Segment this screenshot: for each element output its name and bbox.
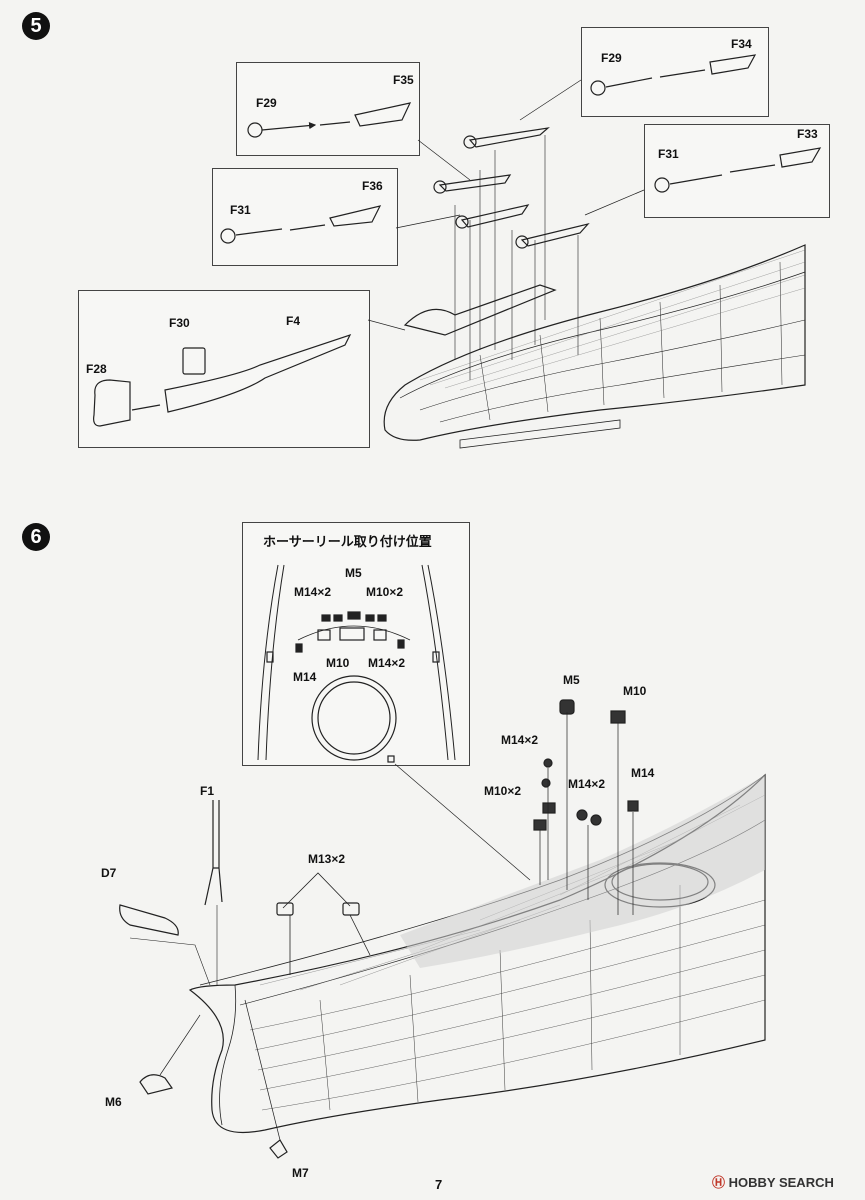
label-f36: F36	[362, 179, 383, 193]
watermark-text: HOBBY SEARCH	[728, 1175, 834, 1190]
hawser-reel-inset	[242, 522, 470, 766]
label-m6: M6	[105, 1095, 122, 1109]
label-m10x2: M10×2	[484, 784, 522, 798]
inset-f30-f4-f28	[78, 290, 370, 448]
inset-label-m14: M14	[293, 670, 317, 684]
inset-label-m10x2: M10×2	[366, 585, 404, 599]
inset-label-m10: M10	[326, 656, 350, 670]
inset-title: ホーサーリール取り付け位置	[263, 534, 432, 549]
label-f34: F34	[731, 37, 752, 51]
label-f35: F35	[393, 73, 414, 87]
label-f29-right: F29	[601, 51, 622, 65]
step5-diagram	[93, 54, 822, 449]
label-f28: F28	[86, 362, 107, 376]
label-f30: F30	[169, 316, 190, 330]
inset-label-m14x2-bottom: M14×2	[368, 656, 406, 670]
label-f4: F4	[286, 314, 301, 328]
label-f33: F33	[797, 127, 818, 141]
page-number: 7	[435, 1177, 443, 1192]
inset-f36-f31	[212, 168, 398, 266]
inset-f35-f29	[236, 62, 420, 156]
label-m7: M7	[292, 1166, 309, 1180]
label-d7: D7	[101, 866, 117, 880]
hobby-search-watermark: Ⓗ HOBBY SEARCH	[712, 1172, 834, 1191]
inset-label-m14x2-top: M14×2	[294, 585, 332, 599]
inset-label-m5: M5	[345, 566, 362, 580]
label-f29-left: F29	[256, 96, 277, 110]
label-m14: M14	[631, 766, 655, 780]
label-m5: M5	[563, 673, 580, 687]
label-f31-right: F31	[658, 147, 679, 161]
label-m14x2-upper: M14×2	[501, 733, 539, 747]
label-m10: M10	[623, 684, 647, 698]
label-f31-left: F31	[230, 203, 251, 217]
hobby-search-logo-icon: Ⓗ	[712, 1175, 726, 1190]
label-m13x2: M13×2	[308, 852, 346, 866]
label-m14x2-lower: M14×2	[568, 777, 606, 791]
step-5-badge: 5	[22, 12, 50, 40]
inset-f34-f29	[581, 27, 769, 117]
step-6-badge: 6	[22, 523, 50, 551]
label-f1: F1	[200, 784, 215, 798]
